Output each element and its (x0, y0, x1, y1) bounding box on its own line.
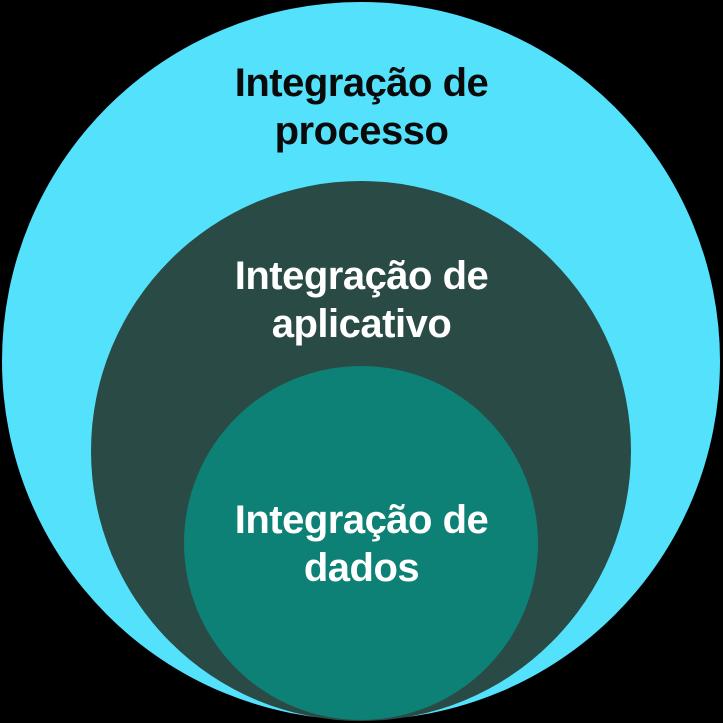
label-application-integration-line1: Integração de (234, 254, 489, 298)
label-process-integration-line1: Integração de (234, 61, 489, 105)
label-process-integration: Integração de processo (0, 59, 723, 155)
label-application-integration: Integração de aplicativo (0, 252, 723, 348)
label-data-integration-line2: dados (303, 546, 420, 590)
inner-circle-data-integration (184, 366, 538, 720)
label-application-integration-line2: aplicativo (271, 302, 452, 346)
label-process-integration-line2: processo (274, 109, 449, 153)
label-data-integration-line1: Integração de (234, 498, 489, 542)
label-data-integration: Integração de dados (0, 496, 723, 592)
